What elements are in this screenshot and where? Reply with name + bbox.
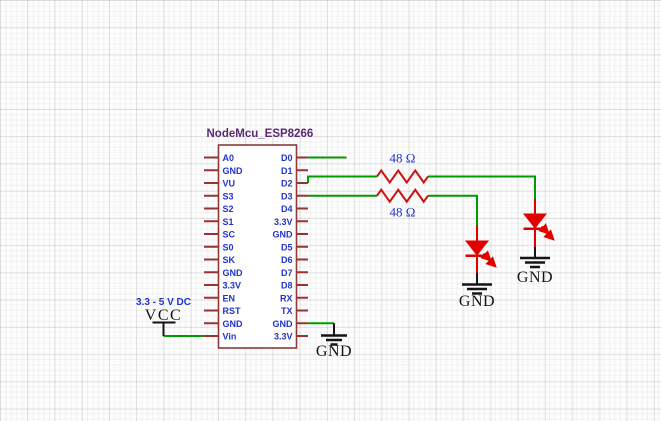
pin-label-left-3.3v: 3.3V — [223, 281, 242, 291]
pin-label-right-d2: D2 — [281, 179, 293, 189]
resistor-2[interactable]: 48 Ω — [376, 188, 429, 220]
vcc-voltage-note[interactable]: 3.3 - 5 V DC — [136, 297, 191, 308]
resistor-2-value[interactable]: 48 Ω — [390, 205, 416, 220]
pin-label-left-s3: S3 — [223, 191, 234, 201]
pin-label-left-gnd: GND — [223, 166, 244, 176]
wire-r1-to-led2[interactable] — [428, 175, 536, 201]
led-2-triangle — [522, 213, 548, 229]
pin-label-left-en: EN — [223, 293, 236, 303]
component-body[interactable] — [217, 144, 298, 349]
led-1-triangle — [464, 240, 490, 256]
ground-led-1-label[interactable]: GND — [459, 293, 495, 310]
resistor-1[interactable]: 48 Ω — [376, 151, 429, 185]
pin-label-left-rst: RST — [223, 306, 242, 316]
wire-r2-to-led1[interactable] — [428, 194, 478, 225]
ground-led-1-symbol — [462, 283, 492, 295]
pin-label-right-rx: RX — [280, 293, 293, 303]
ground-led-1[interactable]: GND — [459, 273, 495, 310]
pin-label-left-sk: SK — [223, 255, 236, 265]
pin-label-right-gnd: GND — [273, 230, 294, 240]
pin-label-right-d6: D6 — [281, 255, 293, 265]
led-2[interactable] — [522, 199, 555, 247]
vcc-label[interactable]: VCC — [145, 307, 182, 324]
ground-led-2[interactable]: GND — [517, 247, 553, 286]
resistor-1-symbol[interactable] — [376, 168, 429, 185]
pin-label-left-gnd: GND — [223, 319, 244, 329]
pin-label-right-d0: D0 — [281, 153, 293, 163]
pin-label-left-vu: VU — [223, 179, 236, 189]
ground-ic[interactable]: GND — [316, 323, 352, 360]
component-name[interactable]: NodeMcu_ESP8266 — [207, 128, 314, 140]
pin-label-right-3.3v: 3.3V — [274, 217, 293, 227]
pin-label-left-s0: S0 — [223, 242, 234, 252]
ground-ic-label[interactable]: GND — [316, 343, 352, 360]
vcc-supply[interactable]: 3.3 - 5 V DC VCC — [136, 297, 191, 336]
ground-led-2-symbol — [520, 256, 550, 269]
resistor-2-symbol[interactable] — [376, 188, 429, 204]
ground-led-2-label[interactable]: GND — [517, 269, 553, 286]
pin-label-left-sc: SC — [223, 230, 236, 240]
pin-label-right-d8: D8 — [281, 281, 293, 291]
pin-label-left-vin: Vin — [223, 332, 237, 342]
pin-label-right-d5: D5 — [281, 242, 293, 252]
pin-label-right-d4: D4 — [281, 204, 293, 214]
resistor-1-value[interactable]: 48 Ω — [390, 151, 416, 166]
led-1[interactable] — [464, 225, 497, 273]
pin-label-left-gnd: GND — [223, 268, 244, 278]
pin-label-left-s1: S1 — [223, 217, 234, 227]
pin-label-right-d7: D7 — [281, 268, 293, 278]
pin-label-left-a0: A0 — [223, 153, 235, 163]
pin-label-right-d3: D3 — [281, 191, 293, 201]
led-2-emission-arrow-2 — [543, 229, 555, 241]
wires — [163, 156, 536, 337]
pin-label-right-d1: D1 — [281, 166, 293, 176]
ground-ic-symbol — [321, 334, 347, 346]
pin-label-right-tx: TX — [281, 306, 293, 316]
wire-d2-to-r1[interactable] — [307, 175, 377, 184]
pin-label-right-3.3v: 3.3V — [274, 332, 293, 342]
pin-label-right-gnd: GND — [273, 319, 294, 329]
led-1-emission-arrow-2 — [485, 256, 497, 268]
pin-label-left-s2: S2 — [223, 204, 234, 214]
